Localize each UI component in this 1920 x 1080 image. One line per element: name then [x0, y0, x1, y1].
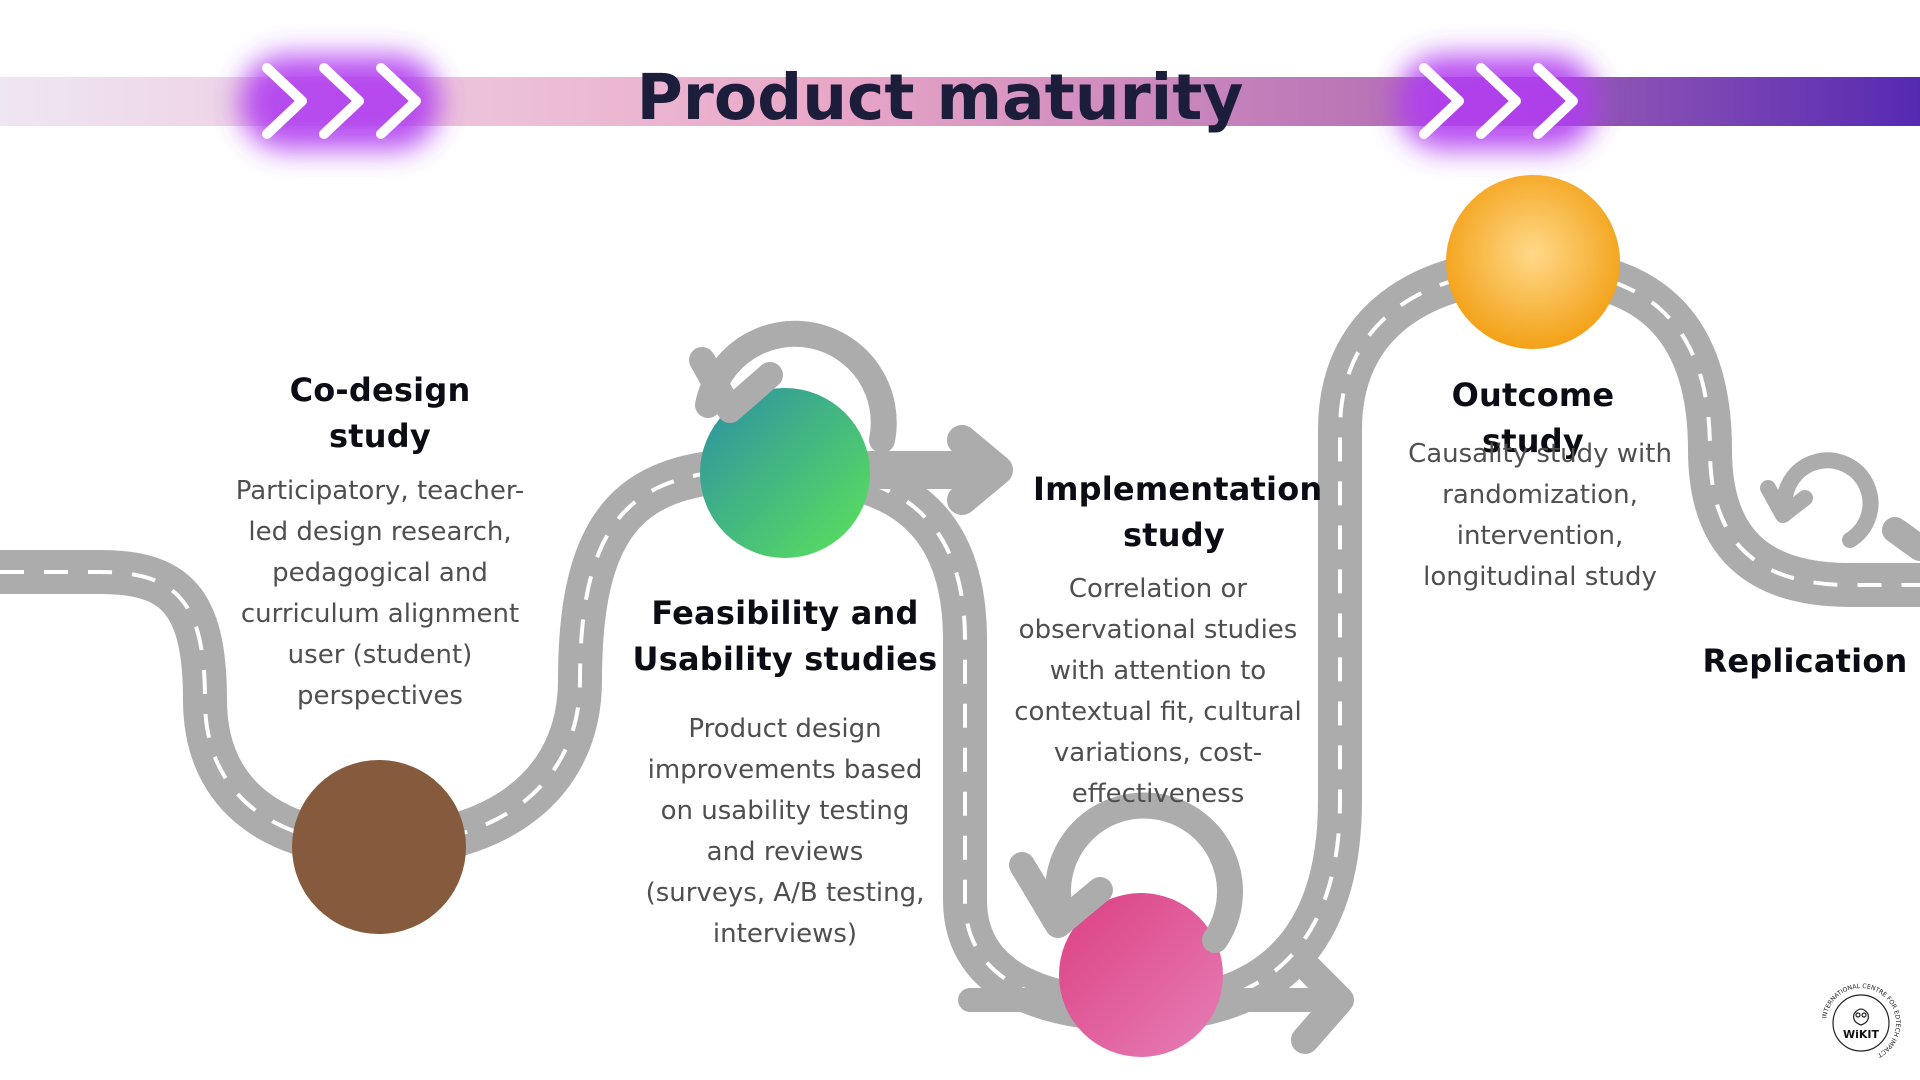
loop-arrow-icon-implementation [1009, 792, 1243, 953]
stage-marker-feasibility [700, 388, 870, 558]
wikit-logo: INTERNATIONAL CENTRE FOR EDTECH IMPACT W… [1821, 983, 1901, 1058]
stage-title-replication: Replication [1702, 642, 1908, 680]
stage-description-outcome: Causality study with randomization, inte… [1408, 439, 1672, 592]
loop-arrow-icon-replication [1760, 452, 1879, 548]
stage-title-co-design: Co-design study [289, 371, 471, 455]
stage-title-feasibility: Feasibility and Usability studies [632, 594, 938, 678]
banner-title: Product maturity [636, 61, 1244, 134]
chevrons-right-icon [1397, 55, 1597, 150]
stage-description-co-design: Participatory, teacher-led design resear… [235, 476, 525, 711]
stage-title-implementation: Implementation study [1033, 470, 1323, 554]
stage-description-implementation: Correlation or observational studies wit… [1014, 574, 1302, 809]
branch-arrow-feasibility [851, 425, 1013, 515]
stage-marker-implementation [1059, 893, 1223, 1057]
svg-text:WiKIT: WiKIT [1843, 1028, 1880, 1041]
stage-title-outcome: Outcome study [1451, 376, 1615, 460]
stage-marker-co-design [292, 760, 466, 934]
owl-icon [1853, 1008, 1869, 1026]
loop-arrow-icon-feasibility [689, 320, 897, 453]
chevrons-left-icon [240, 55, 440, 150]
stage-marker-outcome [1446, 175, 1620, 349]
stage-description-feasibility: Product design improvements based on usa… [645, 714, 925, 949]
road-end-arrow [1882, 517, 1920, 561]
